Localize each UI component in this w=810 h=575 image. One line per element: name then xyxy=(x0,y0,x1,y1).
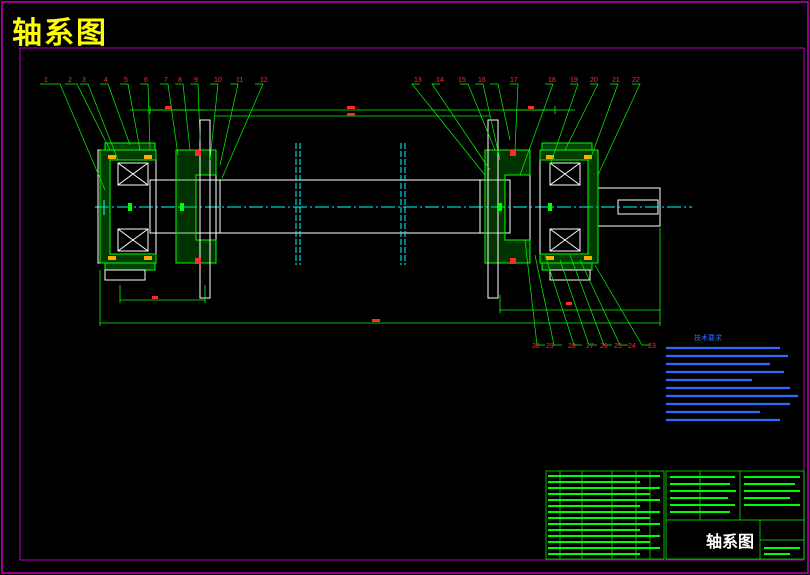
left-flange xyxy=(104,142,156,151)
part-number-balloons-bottom: 23 24 25 26 27 28 29 30 xyxy=(532,343,656,350)
part-number-balloon: 6 xyxy=(144,77,148,84)
right-base xyxy=(549,269,591,281)
part-number-balloon: 16 xyxy=(478,77,486,84)
dimension-values xyxy=(152,106,572,322)
part-number-balloon: 11 xyxy=(236,77,243,84)
part-number-balloon: 24 xyxy=(628,343,636,350)
title-block-name: 轴系图 xyxy=(706,532,755,551)
part-number-balloon: 27 xyxy=(586,343,594,350)
part-number-balloon: 9 xyxy=(194,77,198,84)
part-number-balloon: 13 xyxy=(414,77,422,84)
left-rim xyxy=(199,119,211,299)
part-number-balloon: 19 xyxy=(570,77,578,84)
part-number-balloon: 26 xyxy=(600,343,608,350)
part-number-balloon: 23 xyxy=(648,343,656,350)
leader-lines xyxy=(40,83,650,346)
inner-frame xyxy=(19,47,805,561)
right-cover-section xyxy=(539,149,599,264)
part-number-balloon: 15 xyxy=(458,77,466,84)
right-bearing xyxy=(549,162,581,186)
part-number-balloon: 4 xyxy=(104,77,108,84)
left-flange xyxy=(104,262,156,271)
part-number-balloon: 8 xyxy=(178,77,182,84)
part-number-balloon: 1 xyxy=(44,77,48,84)
left-bearing xyxy=(117,162,149,186)
technical-requirements-title: 技术要求 xyxy=(694,334,722,342)
parts-list-rows xyxy=(548,475,660,555)
drawing-title: 轴系图 xyxy=(12,16,108,51)
part-number-balloon: 21 xyxy=(612,77,620,84)
part-number-balloon: 28 xyxy=(568,343,576,350)
part-number-balloon: 10 xyxy=(214,77,222,84)
left-base xyxy=(104,269,146,281)
right-bearing xyxy=(549,228,581,252)
part-number-balloon: 20 xyxy=(590,77,598,84)
technical-notes xyxy=(666,346,798,422)
left-hub-section xyxy=(175,149,217,264)
part-number-balloon: 2 xyxy=(68,77,72,84)
parts-list-table xyxy=(545,470,665,560)
part-number-balloon: 7 xyxy=(164,77,168,84)
left-bearing xyxy=(117,228,149,252)
title-block-rows xyxy=(670,476,800,555)
shaft-assembly xyxy=(95,119,692,299)
part-number-balloon: 14 xyxy=(436,77,444,84)
part-number-balloon: 25 xyxy=(614,343,622,350)
right-hub-section xyxy=(484,149,531,264)
part-number-balloon: 12 xyxy=(260,77,268,84)
part-number-balloon: 5 xyxy=(124,77,128,84)
part-number-balloon: 18 xyxy=(548,77,556,84)
part-number-balloon: 22 xyxy=(632,77,640,84)
part-number-balloon: 3 xyxy=(82,77,86,84)
part-number-balloon: 17 xyxy=(510,77,518,84)
part-number-balloon: 29 xyxy=(546,343,554,350)
part-number-balloon: 30 xyxy=(532,343,540,350)
